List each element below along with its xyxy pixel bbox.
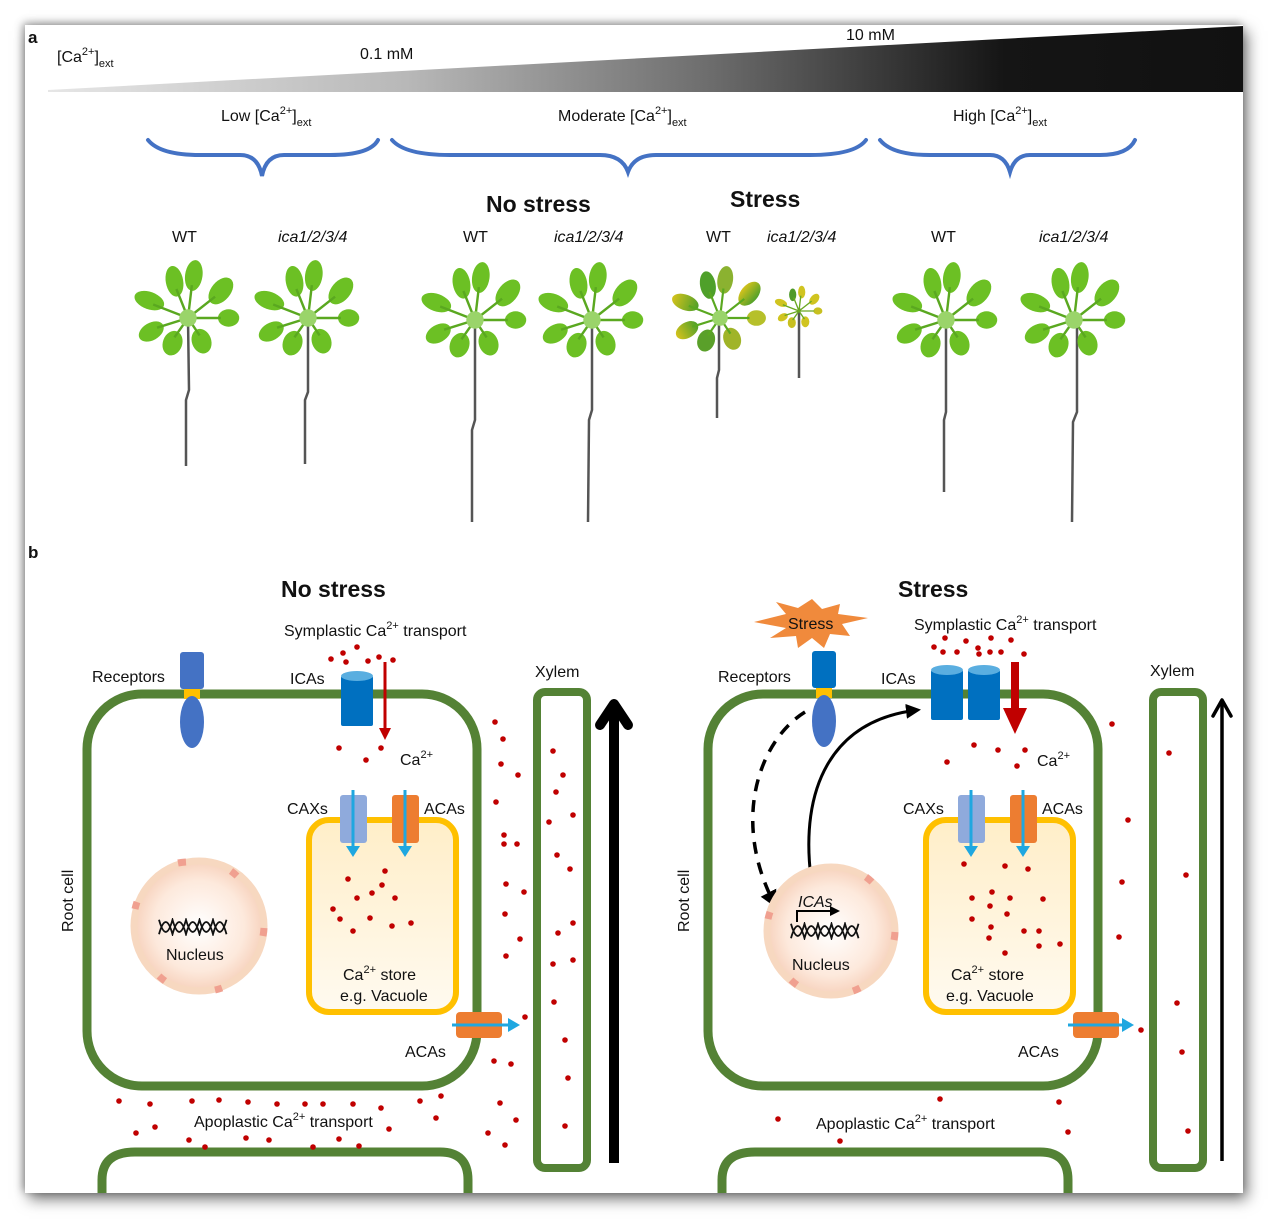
ca-ions-left: [116, 644, 576, 1150]
plant-ica-high: [1016, 262, 1127, 362]
receptor-lower-icon-stress: [812, 695, 836, 747]
nucleus-label-stress: Nucleus: [792, 957, 850, 974]
high-concentration-label: 10 mM: [846, 27, 895, 44]
genotype-label: ica1/2/3/4: [278, 229, 347, 246]
symplastic-label-stress: Symplastic Ca2+ transport: [914, 614, 1097, 634]
root-wt-high: [942, 320, 948, 492]
ica-channel-top: [341, 671, 373, 681]
root-wt-low: [184, 317, 191, 466]
brace-high: [878, 138, 1137, 180]
plant-ica-moderate: [534, 262, 645, 362]
vacuole-label-line1: Ca2+ store: [343, 964, 416, 984]
neighbor-cell-membrane: [97, 1147, 473, 1193]
ca-ions-right: [775, 635, 1191, 1144]
root-ica-high: [1070, 320, 1079, 523]
acas-vacuole-label: ACAs: [424, 801, 465, 818]
ica-channel-icon-stress-2: [968, 670, 1000, 720]
xylem-vessel-stress: [1149, 688, 1207, 1172]
root-cell-label-stress: Root cell: [676, 870, 693, 932]
symplastic-label: Symplastic Ca2+ transport: [284, 620, 467, 640]
influx-arrow-stress: [1011, 662, 1019, 710]
receptor-lower-icon: [180, 696, 204, 748]
receptor-icon: [180, 652, 204, 689]
root-cell-label: Root cell: [60, 870, 77, 932]
brace-low: [146, 138, 380, 177]
caxs-label: CAXs: [287, 801, 328, 818]
acas-vacuole-label-stress: ACAs: [1042, 801, 1083, 818]
vacuole-label-line1-stress: Ca2+ store: [951, 964, 1024, 984]
plant-roots: [184, 308, 1079, 523]
ca-ext-label: [Ca2+]ext: [57, 46, 114, 70]
no-stress-cell-diagram: No stress Symplastic Ca2+ transport Rece…: [60, 576, 633, 1193]
heading-stress: Stress: [730, 186, 800, 212]
heading-no-stress: No stress: [486, 191, 591, 217]
receptor-joint-stress: [816, 688, 832, 698]
root-cell-membrane: [82, 689, 482, 1091]
ica-gene-label: ICAs: [798, 894, 833, 911]
stress-cell-diagram: Stress Stress Symplastic Ca2+ transport …: [676, 576, 1233, 1193]
concentration-gradient-wedge: [48, 26, 1243, 92]
transcription-arrow: [807, 703, 921, 879]
receptors-label: Receptors: [92, 669, 165, 686]
ica-channel-icon: [341, 676, 373, 726]
root-cell-membrane-stress: [703, 689, 1103, 1091]
vacuole-stress: [923, 817, 1076, 1015]
vacuole-label-line2: e.g. Vacuole: [340, 988, 428, 1005]
xylem-vessel: [533, 688, 591, 1172]
root-wt-moderate: [470, 320, 477, 522]
panel-b-label: b: [28, 543, 38, 562]
ica-channel-icon-stress-1: [931, 670, 963, 720]
genotype-label: WT: [463, 229, 488, 246]
nucleus-label: Nucleus: [166, 947, 224, 964]
stress-burst-icon: [754, 599, 868, 648]
stress-title: Stress: [898, 576, 968, 602]
receptor-joint: [184, 689, 200, 699]
plant-wt-high: [888, 262, 999, 362]
gene-promoter-arrow: [796, 910, 832, 922]
acas-membrane-label-stress: ACAs: [1018, 1044, 1059, 1061]
genotype-label: ica1/2/3/4: [767, 229, 836, 246]
low-concentration-label: 0.1 mM: [360, 46, 413, 63]
root-wt-stress: [715, 318, 721, 418]
neighbor-cell-membrane-stress: [717, 1147, 1073, 1193]
stress-burst-label: Stress: [788, 616, 833, 633]
nucleus: [130, 857, 268, 995]
receptors-label-stress: Receptors: [718, 669, 791, 686]
range-label-high: High [Ca2+]ext: [953, 105, 1047, 129]
figure-canvas: a [Ca2+]ext 0.1 mM 10 mM Low [Ca2+]ext M…: [28, 26, 1243, 1193]
no-stress-title: No stress: [281, 576, 386, 602]
nucleus-stress: [763, 863, 899, 999]
range-label-low: Low [Ca2+]ext: [221, 105, 311, 129]
acas-membrane-label: ACAs: [405, 1044, 446, 1061]
signal-dashed-arrow: [751, 710, 806, 909]
ca-ion-label: Ca2+: [400, 749, 433, 769]
plant-ica-low: [250, 260, 361, 360]
genotype-label: WT: [172, 229, 197, 246]
range-label-moderate: Moderate [Ca2+]ext: [558, 105, 687, 129]
genotype-label: ica1/2/3/4: [554, 229, 623, 246]
genotype-label: ica1/2/3/4: [1039, 229, 1108, 246]
figure-frame: a [Ca2+]ext 0.1 mM 10 mM Low [Ca2+]ext M…: [25, 25, 1243, 1193]
brace-moderate: [390, 138, 868, 178]
plant-wt-moderate: [417, 262, 528, 362]
root-ica-moderate: [586, 320, 594, 523]
receptor-icon-stress: [812, 651, 836, 688]
vacuole-label-line2-stress: e.g. Vacuole: [946, 988, 1034, 1005]
xylem-label: Xylem: [535, 664, 579, 681]
apoplastic-label-stress: Apoplastic Ca2+ transport: [816, 1113, 995, 1133]
icas-label-stress: ICAs: [881, 671, 916, 688]
vacuole: [306, 817, 459, 1015]
ca-ion-label-stress: Ca2+: [1037, 750, 1070, 770]
genotype-label: WT: [706, 229, 731, 246]
xylem-label-stress: Xylem: [1150, 663, 1194, 680]
plant-wt-low: [130, 260, 241, 360]
caxs-label-stress: CAXs: [903, 801, 944, 818]
root-ica-low: [303, 318, 310, 464]
genotype-label: WT: [931, 229, 956, 246]
panel-a-label: a: [28, 28, 38, 47]
apoplastic-label: Apoplastic Ca2+ transport: [194, 1111, 373, 1131]
icas-label: ICAs: [290, 671, 325, 688]
